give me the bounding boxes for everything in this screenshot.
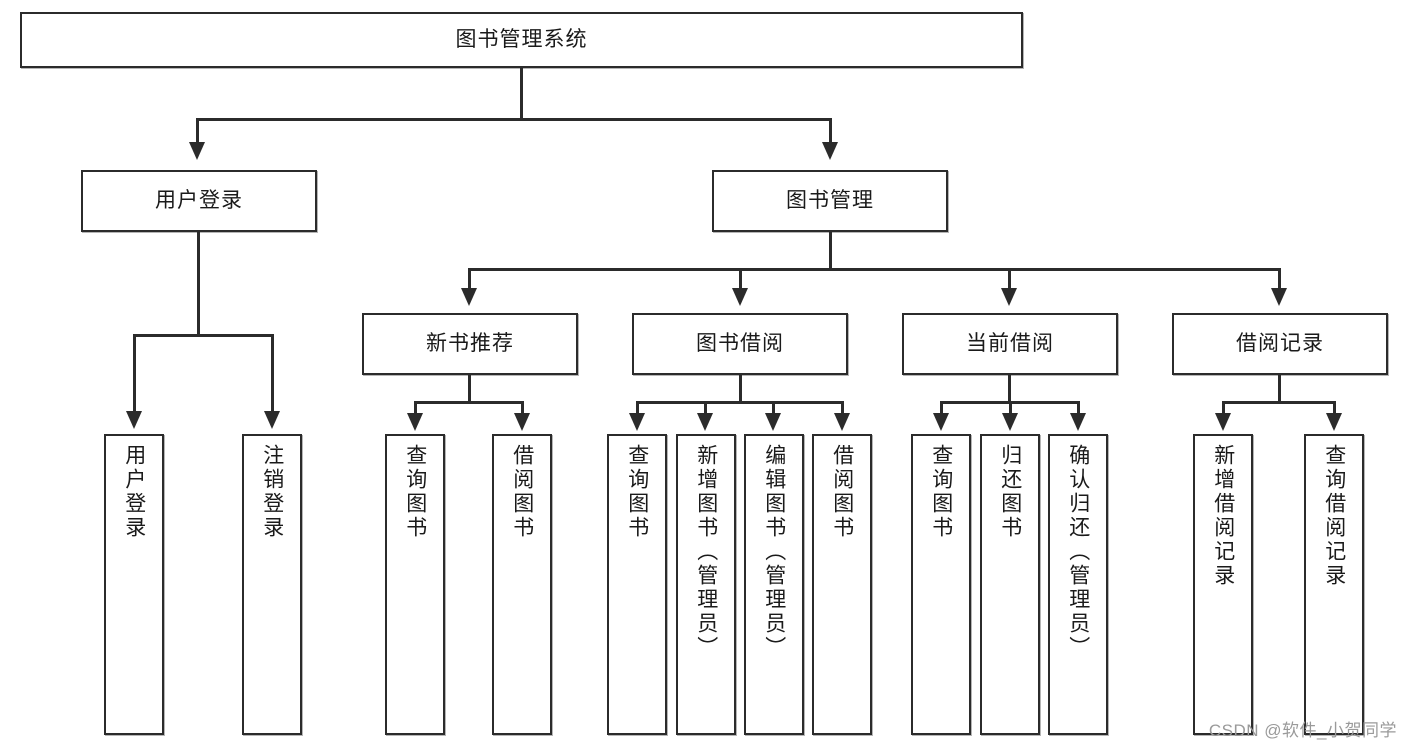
leaf-edit-book-admin[interactable]: 编辑图书（管理员）	[744, 434, 804, 735]
node-label: 查询图书	[403, 444, 427, 540]
leaf-borrow-book-borrow[interactable]: 借阅图书	[812, 434, 872, 735]
node-new-book-recommend[interactable]: 新书推荐	[362, 313, 578, 375]
node-label: 图书管理系统	[455, 28, 588, 52]
edge-user-login-to-leaf-2	[271, 334, 274, 413]
node-label: 注销登录	[260, 444, 284, 540]
arrow-book-borrow-to-leaf-4	[834, 413, 850, 431]
edge-book-borrow-to-leaf-4	[841, 401, 844, 415]
node-label: 用户登录	[155, 189, 243, 213]
arrow-book-manage-to-l3-4	[1271, 288, 1287, 306]
node-label: 用户登录	[122, 444, 146, 540]
node-label: 确认归还（管理员）	[1066, 444, 1090, 660]
edge-new-book-bus	[414, 401, 524, 404]
arrow-user-login-to-leaf-2	[264, 411, 280, 429]
node-book-management[interactable]: 图书管理	[712, 170, 948, 232]
leaf-add-borrow-record[interactable]: 新增借阅记录	[1193, 434, 1253, 735]
arrow-user-login-to-leaf-1	[126, 411, 142, 429]
arrow-book-borrow-to-leaf-3	[765, 413, 781, 431]
leaf-query-borrow-record[interactable]: 查询借阅记录	[1304, 434, 1364, 735]
arrow-book-borrow-to-leaf-2	[697, 413, 713, 431]
leaf-add-book-admin[interactable]: 新增图书（管理员）	[676, 434, 736, 735]
edge-book-borrow-to-leaf-2	[704, 401, 707, 415]
leaf-user-login[interactable]: 用户登录	[104, 434, 164, 735]
edge-root-to-user-login	[196, 118, 199, 143]
edge-book-borrow-bus	[636, 401, 844, 404]
edge-new-book-stem	[468, 375, 471, 403]
node-label: 图书管理	[786, 189, 874, 213]
leaf-query-book-borrow[interactable]: 查询图书	[607, 434, 667, 735]
node-book-borrow[interactable]: 图书借阅	[632, 313, 848, 375]
edge-book-borrow-to-leaf-1	[636, 401, 639, 415]
edge-new-book-to-leaf-1	[414, 401, 417, 415]
edge-current-borrow-stem	[1008, 375, 1011, 403]
edge-book-manage-to-l3-3	[1008, 268, 1011, 290]
arrow-book-manage-to-l3-1	[461, 288, 477, 306]
edge-borrow-record-to-leaf-2	[1333, 401, 1336, 415]
leaf-confirm-return-admin[interactable]: 确认归还（管理员）	[1048, 434, 1108, 735]
edge-user-login-stem	[197, 232, 200, 336]
node-borrow-record[interactable]: 借阅记录	[1172, 313, 1388, 375]
arrow-current-borrow-to-leaf-1	[933, 413, 949, 431]
leaf-query-book-current[interactable]: 查询图书	[911, 434, 971, 735]
edge-user-login-bus	[133, 334, 274, 337]
node-label: 编辑图书（管理员）	[762, 444, 786, 660]
edge-root-stem	[520, 68, 523, 120]
node-label: 借阅记录	[1236, 332, 1324, 356]
edge-new-book-to-leaf-2	[521, 401, 524, 415]
edge-current-borrow-to-leaf-1	[940, 401, 943, 415]
node-label: 借阅图书	[510, 444, 534, 540]
node-label: 当前借阅	[966, 332, 1054, 356]
node-label: 归还图书	[998, 444, 1022, 540]
edge-current-borrow-to-leaf-3	[1077, 401, 1080, 415]
node-label: 查询借阅记录	[1322, 444, 1346, 588]
node-user-login[interactable]: 用户登录	[81, 170, 317, 232]
node-label: 新书推荐	[426, 332, 514, 356]
edge-book-manage-to-l3-4	[1278, 268, 1281, 290]
arrow-borrow-record-to-leaf-2	[1326, 413, 1342, 431]
edge-book-manage-to-l3-2	[739, 268, 742, 290]
leaf-logout-login[interactable]: 注销登录	[242, 434, 302, 735]
edge-borrow-record-to-leaf-1	[1222, 401, 1225, 415]
node-current-borrow[interactable]: 当前借阅	[902, 313, 1118, 375]
arrow-book-manage-to-l3-3	[1001, 288, 1017, 306]
edge-borrow-record-stem	[1278, 375, 1281, 403]
arrow-current-borrow-to-leaf-2	[1002, 413, 1018, 431]
node-label: 借阅图书	[830, 444, 854, 540]
edge-root-to-book-manage	[829, 118, 832, 143]
arrow-book-borrow-to-leaf-1	[629, 413, 645, 431]
arrow-new-book-to-leaf-1	[407, 413, 423, 431]
arrow-borrow-record-to-leaf-1	[1215, 413, 1231, 431]
node-label: 查询图书	[625, 444, 649, 540]
arrow-book-manage-to-l3-2	[732, 288, 748, 306]
edge-current-borrow-to-leaf-2	[1009, 401, 1012, 415]
arrow-root-to-book-manage	[822, 142, 838, 160]
node-label: 新增借阅记录	[1211, 444, 1235, 588]
leaf-query-book-recommend[interactable]: 查询图书	[385, 434, 445, 735]
edge-book-manage-to-l3-1	[468, 268, 471, 290]
node-label: 新增图书（管理员）	[694, 444, 718, 660]
node-book-management-system[interactable]: 图书管理系统	[20, 12, 1023, 68]
node-label: 查询图书	[929, 444, 953, 540]
edge-root-bus	[196, 118, 831, 121]
leaf-borrow-book-recommend[interactable]: 借阅图书	[492, 434, 552, 735]
arrow-new-book-to-leaf-2	[514, 413, 530, 431]
edge-book-manage-stem	[829, 232, 832, 270]
node-label: 图书借阅	[696, 332, 784, 356]
arrow-current-borrow-to-leaf-3	[1070, 413, 1086, 431]
edge-borrow-record-bus	[1222, 401, 1336, 404]
edge-book-manage-bus	[468, 268, 1280, 271]
edge-user-login-to-leaf-1	[133, 334, 136, 413]
leaf-return-book[interactable]: 归还图书	[980, 434, 1040, 735]
edge-book-borrow-to-leaf-3	[772, 401, 775, 415]
edge-book-borrow-stem	[739, 375, 742, 403]
arrow-root-to-user-login	[189, 142, 205, 160]
